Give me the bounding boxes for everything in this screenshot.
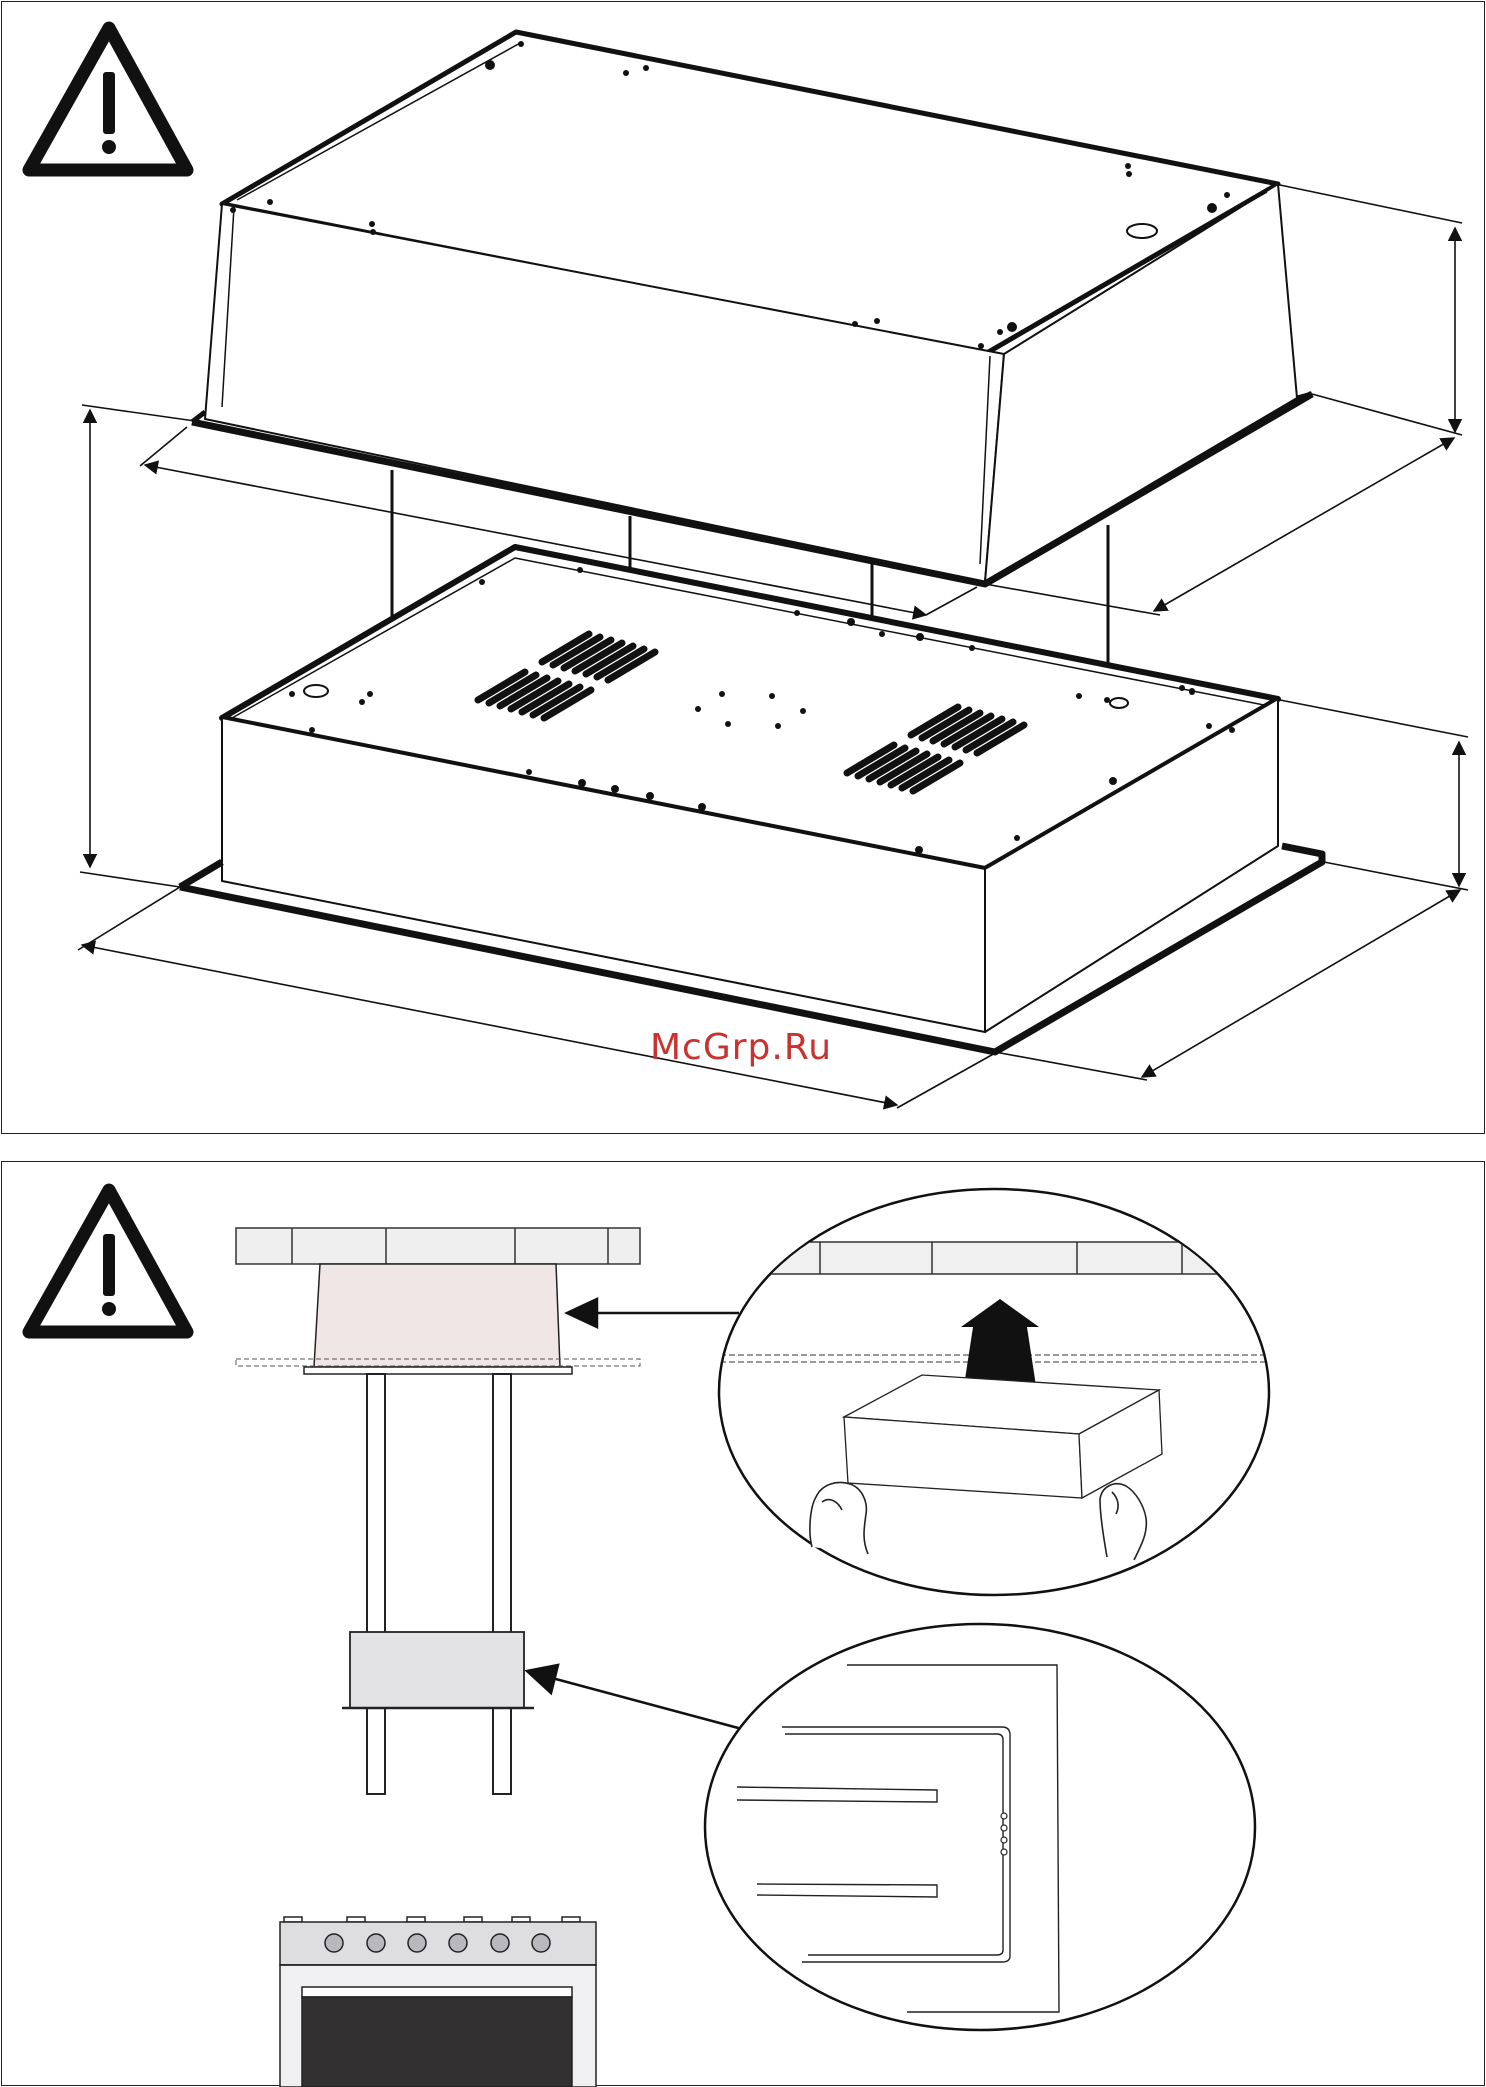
hood-dimension-diagram: McGrp.Ru xyxy=(2,2,1486,1135)
ceiling-panels xyxy=(236,1228,640,1264)
hood-unit xyxy=(350,1632,524,1708)
casing-flange xyxy=(304,1367,572,1374)
hood-installation-panel xyxy=(1,1161,1485,2086)
installation-scene xyxy=(2,1162,1486,2087)
hood-detail-callout xyxy=(705,1624,1255,2030)
installation-dimensions-panel: McGrp.Ru xyxy=(1,1,1485,1134)
casing-box xyxy=(844,1375,1162,1498)
upper-casing xyxy=(192,32,1312,584)
ceiling-casing xyxy=(314,1264,560,1367)
support-rods xyxy=(367,1374,511,1794)
cooker xyxy=(280,1917,596,2087)
watermark-text: McGrp.Ru xyxy=(650,1027,832,1068)
warning-triangle-icon xyxy=(29,28,187,170)
lower-unit xyxy=(180,547,1322,1052)
casing-detail-callout xyxy=(702,1189,1282,1595)
warning-triangle-icon xyxy=(29,1190,187,1332)
